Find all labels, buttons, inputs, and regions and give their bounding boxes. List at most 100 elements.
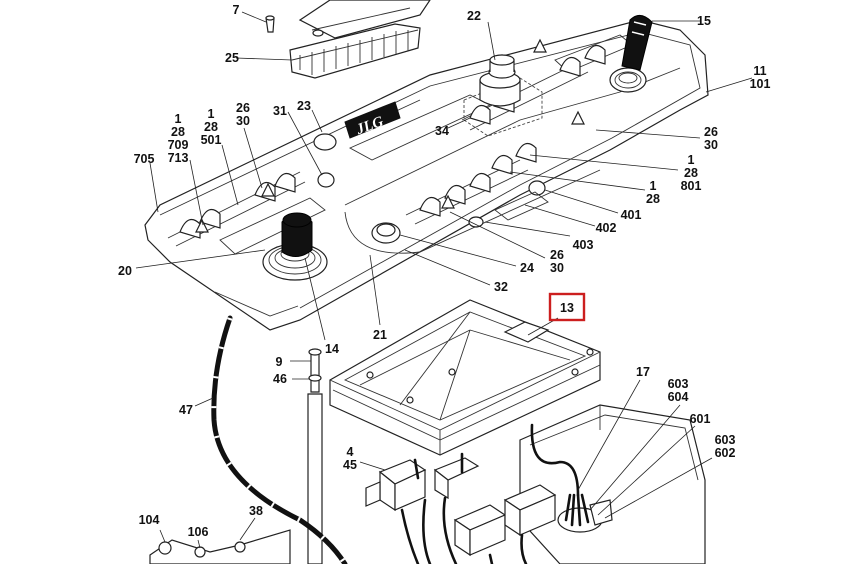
callout-label-34: 34 — [435, 124, 449, 138]
callout-line: 101 — [750, 77, 771, 91]
callout-line: 603 — [715, 433, 736, 447]
callout-line: 21 — [373, 328, 387, 342]
callout-label-22: 22 — [467, 9, 481, 23]
leader-lines — [135, 11, 753, 549]
callout-line: 7 — [233, 3, 240, 17]
callout-label-7: 7 — [233, 3, 240, 17]
callout-line: 30 — [550, 261, 564, 275]
joystick-15 — [609, 15, 653, 93]
callout-line: 705 — [134, 152, 155, 166]
callout-label-401: 401 — [621, 208, 642, 222]
callout-line: 28 — [646, 192, 660, 206]
lower-left-bracket — [149, 529, 291, 564]
callout-line: 1 — [208, 107, 215, 121]
callout-line: 25 — [225, 51, 239, 65]
callout-label-31: 31 — [273, 104, 287, 118]
callout-line: 1 — [175, 112, 182, 126]
callout-line: 713 — [168, 151, 189, 165]
mounting-screw — [307, 348, 323, 564]
callout-line: 9 — [276, 355, 283, 369]
indicator-lights — [313, 133, 549, 244]
callout-line: 11 — [753, 64, 766, 78]
callout-line: 28 — [204, 120, 218, 134]
callout-label-402: 402 — [596, 221, 617, 235]
callout-line: 28 — [171, 125, 185, 139]
emergency-stop-button — [463, 54, 543, 137]
callout-line: 501 — [201, 133, 222, 147]
toggle-switches — [179, 38, 606, 239]
callout-line: 32 — [494, 280, 508, 294]
callout-label-705: 705 — [134, 152, 155, 166]
callout-line: 26 — [550, 248, 564, 262]
callout-line: 24 — [520, 261, 534, 275]
callout-line: 401 — [621, 208, 642, 222]
callout-line: 28 — [684, 166, 698, 180]
callout-label-25: 25 — [225, 51, 239, 65]
callout-line: 1 — [650, 179, 657, 193]
callout-label-24: 24 — [520, 261, 534, 275]
callout-label-17: 17 — [636, 365, 650, 379]
callout-line: 15 — [697, 14, 711, 28]
callout-label-106: 106 — [188, 525, 209, 539]
callout-label-47: 47 — [179, 403, 193, 417]
callout-line: 801 — [681, 179, 702, 193]
callout-line: 26 — [704, 125, 718, 139]
callout-line: 6 — [233, 0, 240, 2]
callout-label-38: 38 — [249, 504, 263, 518]
callout-line: 31 — [273, 104, 287, 118]
callout-line: 603 — [668, 377, 689, 391]
callout-line: 26 — [236, 101, 250, 115]
wire-harness — [211, 315, 590, 564]
callout-line: 47 — [179, 403, 193, 417]
callout-line: 106 — [188, 525, 209, 539]
callout-line: 14 — [325, 342, 339, 356]
callout-label-104: 104 — [139, 513, 160, 527]
jlg-logo: JLG — [344, 101, 401, 139]
callout-line: 403 — [573, 238, 594, 252]
callout-label-6: 6 — [233, 0, 240, 2]
callout-labels: 6725221511101128709713128501263031233426… — [118, 0, 770, 539]
callout-label-23: 23 — [297, 99, 311, 113]
callout-label-601: 601 — [690, 412, 711, 426]
callout-label-14: 14 — [325, 342, 339, 356]
callout-label-9: 9 — [276, 355, 283, 369]
callout-line: 402 — [596, 221, 617, 235]
callout-line: 23 — [297, 99, 311, 113]
top-bracket — [298, 0, 431, 39]
callout-line: 13 — [560, 301, 574, 315]
callout-line: 602 — [715, 446, 736, 460]
callout-line: 4 — [347, 445, 354, 459]
callout-13-highlight-box — [548, 292, 586, 322]
callout-line: 601 — [690, 412, 711, 426]
callout-line: 45 — [343, 458, 357, 472]
callout-line: 104 — [139, 513, 160, 527]
screw-7 — [265, 15, 275, 33]
callout-line: 20 — [118, 264, 132, 278]
callout-line: 1 — [688, 153, 695, 167]
callout-line: 604 — [668, 390, 689, 404]
callout-line: 17 — [636, 365, 650, 379]
callout-label-46: 46 — [273, 372, 287, 386]
callout-label-21: 21 — [373, 328, 387, 342]
callout-line: 30 — [236, 114, 250, 128]
callout-label-13: 13 — [560, 301, 574, 315]
callout-label-20: 20 — [118, 264, 132, 278]
callout-label-32: 32 — [494, 280, 508, 294]
joystick-14 — [262, 212, 328, 281]
callout-label-403: 403 — [573, 238, 594, 252]
callout-line: 46 — [273, 372, 287, 386]
callout-line: 22 — [467, 9, 481, 23]
callout-line: 38 — [249, 504, 263, 518]
harness-connectors — [365, 457, 557, 557]
terminal-strip — [289, 23, 421, 79]
callout-line: 34 — [435, 124, 449, 138]
